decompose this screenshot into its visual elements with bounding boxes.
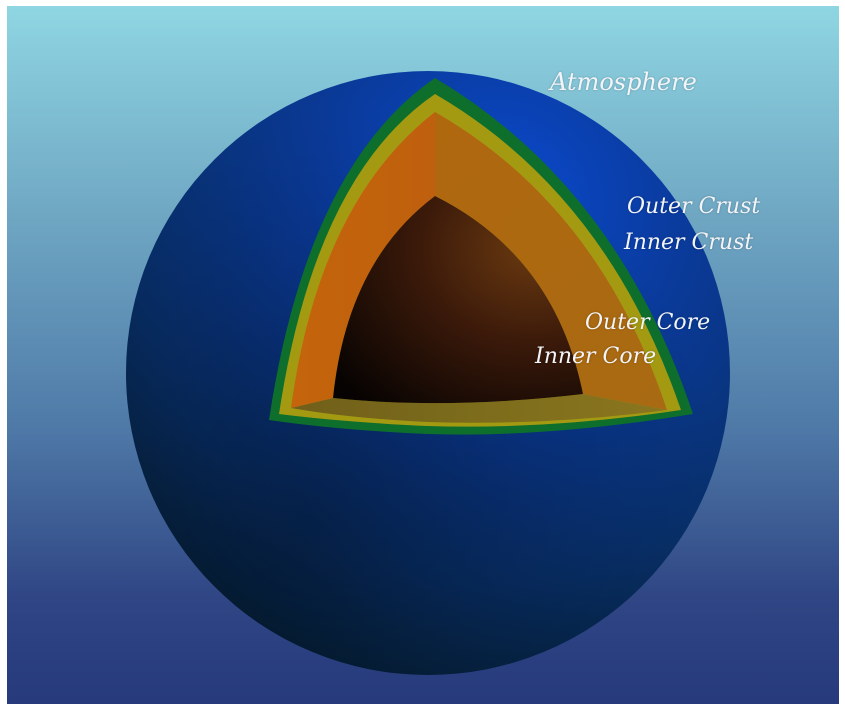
outer-crust-label: Outer Crust	[627, 194, 761, 219]
outer-core-left-face	[291, 112, 435, 408]
atmosphere-label: Atmosphere	[550, 68, 697, 96]
inner-crust-label: Inner Crust	[624, 230, 754, 255]
3d-viewport[interactable]: Atmosphere Outer Crust Inner Crust Outer…	[7, 6, 839, 704]
outer-core-label: Outer Core	[585, 310, 711, 335]
inner-core-label: Inner Core	[535, 344, 657, 369]
cutaway-sphere-diagram	[126, 71, 730, 675]
inner-core	[333, 196, 583, 404]
cut-floor	[291, 394, 667, 423]
outer-core-right-face	[435, 112, 667, 410]
